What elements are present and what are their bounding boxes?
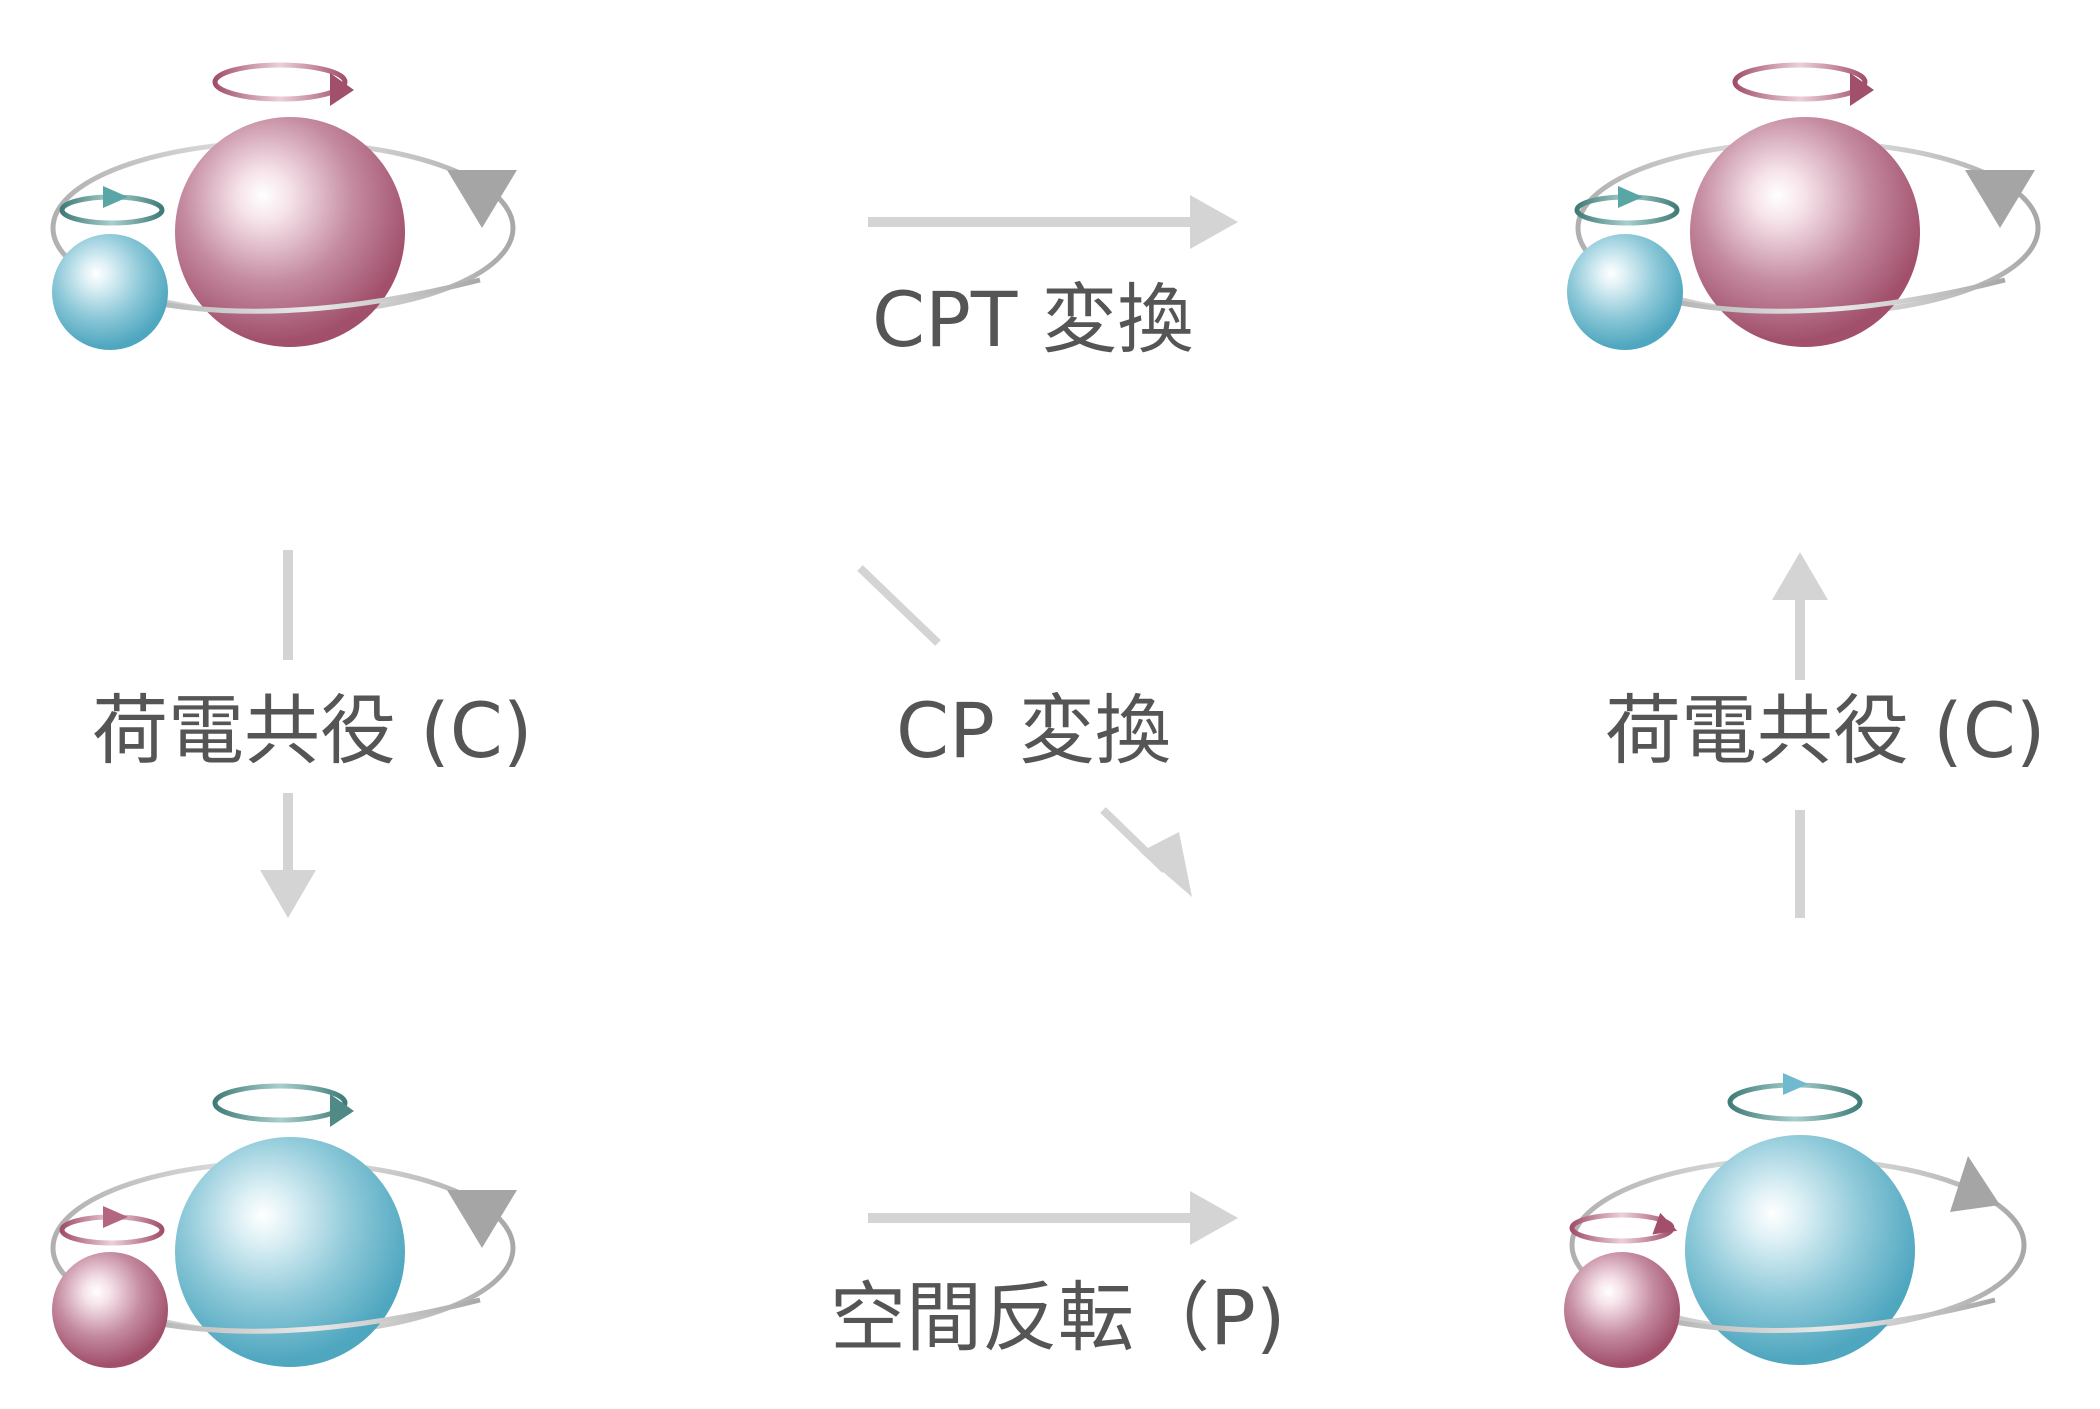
nucleus <box>1690 117 1920 347</box>
electron <box>1564 1252 1680 1368</box>
nucleus-spin-icon <box>212 62 348 102</box>
atom-top-right <box>1567 62 2041 350</box>
electron <box>52 234 168 350</box>
orbit-front <box>139 1297 481 1334</box>
c-right-arrowhead-icon <box>1772 552 1828 600</box>
label-charge-conjugation-left: 荷電共役 (C) <box>92 686 533 775</box>
electron-spin-arrowhead-icon <box>1652 1212 1678 1235</box>
nucleus-spin-arrowhead-icon <box>330 73 354 106</box>
label-charge-conjugation-right: 荷電共役 (C) <box>1605 686 2046 775</box>
orbit-arrow-icon <box>447 1190 517 1248</box>
c-left-arrowhead-icon <box>260 870 316 918</box>
electron <box>1567 234 1683 350</box>
cp-arrowhead-icon <box>1140 832 1192 897</box>
nucleus-spin-arrowhead-icon <box>1850 73 1874 106</box>
atom-bottom-left <box>50 1083 517 1368</box>
cpt-arrow <box>868 195 1238 249</box>
orbit-front <box>1664 277 2006 314</box>
nucleus-spin-icon <box>1727 1082 1863 1122</box>
orbit-front <box>139 277 481 314</box>
cpt-arrowhead-icon <box>1190 195 1238 249</box>
nucleus-spin-icon <box>212 1083 348 1123</box>
electron-spin-arrowhead-icon <box>103 1206 128 1228</box>
cp-arrow <box>857 565 1192 897</box>
atom-bottom-right <box>1564 1073 2027 1368</box>
nucleus-spin-arrowhead-icon <box>330 1094 354 1127</box>
c-left-arrow <box>260 550 316 918</box>
c-right-arrow <box>1772 552 1828 918</box>
orbit-front <box>1654 1297 1996 1333</box>
orbit-arrow-icon <box>1965 170 2035 228</box>
orbit-arrow-icon <box>447 170 517 228</box>
label-parity: 空間反転（P) <box>830 1273 1286 1362</box>
nucleus <box>175 117 405 347</box>
nucleus-spin-icon <box>1732 62 1868 102</box>
electron <box>52 1252 168 1368</box>
label-cpt-transform: CPT 変換 <box>872 275 1194 364</box>
label-cp-transform: CP 変換 <box>896 686 1172 775</box>
p-arrowhead-icon <box>1190 1191 1238 1245</box>
atom-top-left <box>50 62 517 350</box>
nucleus-spin-arrowhead-icon <box>1783 1073 1808 1095</box>
orbit-arrow-icon <box>1950 1156 2000 1212</box>
p-arrow <box>868 1191 1238 1245</box>
nucleus <box>1685 1135 1915 1365</box>
nucleus <box>175 1137 405 1367</box>
electron-spin-arrowhead-icon <box>1618 186 1643 208</box>
electron-spin-arrowhead-icon <box>103 186 128 208</box>
